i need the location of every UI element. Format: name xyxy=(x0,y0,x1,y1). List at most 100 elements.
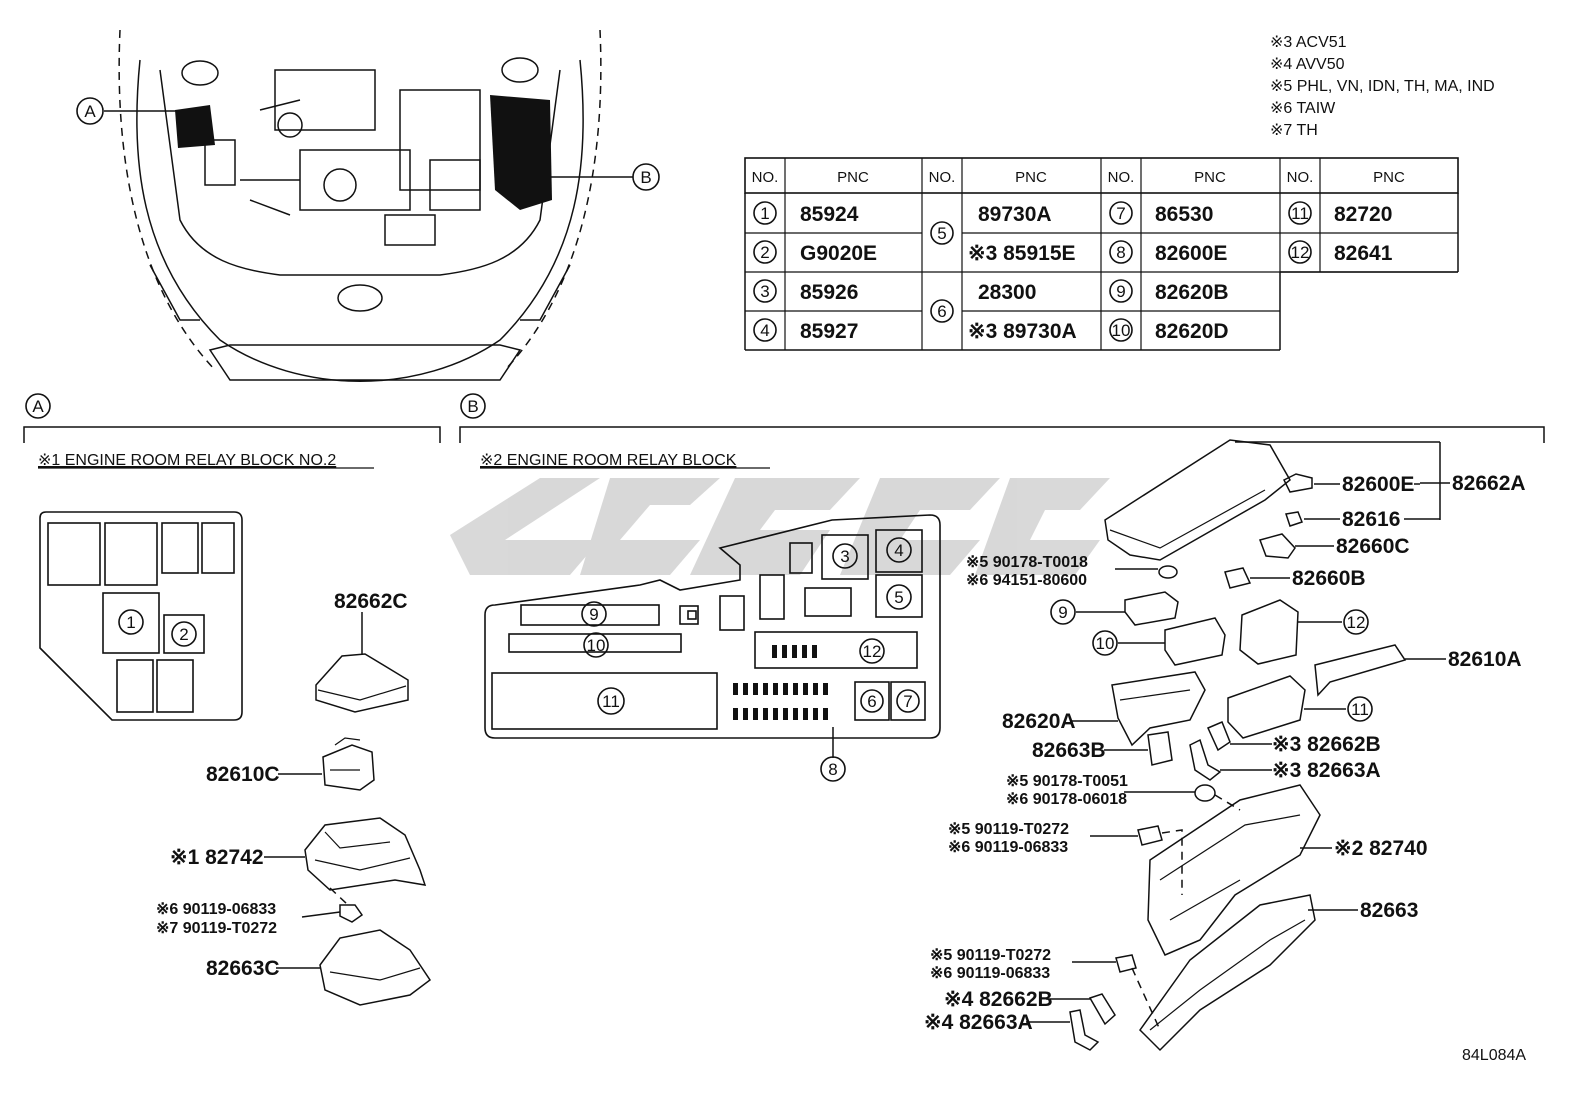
relay-block-layout: 9 10 11 3 4 5 12 6 7 8 xyxy=(484,514,941,782)
part-82663b[interactable]: 82663B xyxy=(1032,731,1173,766)
svg-text:11: 11 xyxy=(1351,700,1369,719)
fuse-row xyxy=(733,645,828,720)
table-row: 6 28300 ※3 89730A xyxy=(930,281,1077,343)
svg-text:82620A: 82620A xyxy=(1002,710,1076,733)
part-82620a[interactable]: 82620A xyxy=(1002,671,1206,747)
svg-text:※7 90119-T0272: ※7 90119-T0272 xyxy=(156,920,277,937)
svg-text:※2 82740: ※2 82740 xyxy=(1334,837,1428,860)
part-clip-t0018[interactable]: ※5 90178-T0018 ※6 94151-80600 xyxy=(966,554,1178,589)
table-row: 7 86530 xyxy=(1109,201,1213,226)
part-82616[interactable]: 82616 xyxy=(1285,508,1440,531)
part-bolt-b1[interactable]: ※5 90119-T0272 ※6 90119-06833 xyxy=(948,821,1183,895)
svg-text:2: 2 xyxy=(760,243,769,262)
svg-text:※3 89730A: ※3 89730A xyxy=(968,320,1077,343)
svg-text:12: 12 xyxy=(1347,613,1366,632)
svg-text:※3 82663A: ※3 82663A xyxy=(1272,759,1381,782)
svg-text:※7 TH: ※7 TH xyxy=(1270,122,1318,139)
svg-text:NO.: NO. xyxy=(1287,169,1314,186)
part-82662a-cover[interactable]: 82662A xyxy=(1104,439,1526,561)
svg-text:6: 6 xyxy=(937,302,946,321)
table-row: 2 G9020E xyxy=(753,240,877,265)
svg-text:※3 ACV51: ※3 ACV51 xyxy=(1270,34,1347,51)
svg-text:82620D: 82620D xyxy=(1155,320,1229,343)
svg-text:PNC: PNC xyxy=(1194,169,1226,186)
table-row: 5 89730A ※3 85915E xyxy=(930,203,1076,265)
engine-bay-view xyxy=(118,29,602,382)
svg-text:※5 90119-T0272: ※5 90119-T0272 xyxy=(930,947,1051,964)
svg-text:※2 ENGINE ROOM RELAY BLOCK: ※2 ENGINE ROOM RELAY BLOCK xyxy=(480,452,737,469)
part-bolt-b2[interactable]: ※5 90119-T0272 ※6 90119-06833 xyxy=(930,947,1161,1031)
svg-text:3: 3 xyxy=(760,282,769,301)
table-row: 8 82600E xyxy=(1109,240,1227,265)
svg-text:82610A: 82610A xyxy=(1448,648,1522,671)
svg-text:※3 85915E: ※3 85915E xyxy=(968,242,1076,265)
svg-text:7: 7 xyxy=(1116,204,1125,223)
svg-text:NO.: NO. xyxy=(929,169,956,186)
svg-text:4: 4 xyxy=(760,321,769,340)
part-82610a[interactable]: 82610A xyxy=(1314,644,1522,697)
svg-text:28300: 28300 xyxy=(978,281,1036,304)
figure-code: 84L084A xyxy=(1462,1047,1526,1064)
part-82660b[interactable]: 82660B xyxy=(1224,567,1366,590)
svg-text:9: 9 xyxy=(1058,603,1067,622)
svg-text:12: 12 xyxy=(1291,243,1310,262)
part-relay-9[interactable]: 9 xyxy=(1050,591,1179,626)
svg-text:※5 PHL, VN, IDN, TH, MA, IND: ※5 PHL, VN, IDN, TH, MA, IND xyxy=(1270,78,1495,95)
svg-text:※4 82663A: ※4 82663A xyxy=(924,1011,1033,1034)
pnc-table: NO. PNC NO. PNC NO. PNC NO. PNC 1 85924 … xyxy=(744,157,1459,351)
table-row: 10 82620D xyxy=(1109,318,1229,343)
svg-text:82620B: 82620B xyxy=(1155,281,1229,304)
svg-text:5: 5 xyxy=(894,588,903,607)
svg-text:※3 82662B: ※3 82662B xyxy=(1272,733,1381,756)
part-82662c[interactable]: 82662C xyxy=(315,590,409,713)
svg-text:※6 90119-06833: ※6 90119-06833 xyxy=(930,965,1050,982)
callout-b[interactable]: B xyxy=(550,163,660,191)
part-82662b-a[interactable]: ※3 82662B xyxy=(1207,721,1381,756)
part-relay-10[interactable]: 10 xyxy=(1092,617,1226,666)
svg-text:7: 7 xyxy=(903,692,912,711)
part-82610c[interactable]: 82610C xyxy=(206,737,375,791)
svg-text:82600E: 82600E xyxy=(1155,242,1227,265)
svg-text:82600E: 82600E xyxy=(1342,473,1414,496)
svg-text:4: 4 xyxy=(894,541,903,560)
svg-text:※6 90178-06018: ※6 90178-06018 xyxy=(1006,791,1127,808)
relay-block-no2-layout: 1 2 xyxy=(39,511,243,721)
svg-text:82662C: 82662C xyxy=(334,590,408,613)
svg-text:1: 1 xyxy=(760,204,769,223)
svg-text:82616: 82616 xyxy=(1342,508,1400,531)
svg-text:10: 10 xyxy=(1096,634,1115,653)
part-relay-12[interactable]: 12 xyxy=(1239,599,1369,665)
part-82662b-b[interactable]: ※4 82662B xyxy=(944,988,1116,1026)
part-clip-t0051[interactable]: ※5 90178-T0051 ※6 90178-06018 xyxy=(1006,773,1241,811)
svg-text:5: 5 xyxy=(937,224,946,243)
part-bolt-a[interactable]: ※6 90119-06833 ※7 90119-T0272 xyxy=(156,887,364,937)
svg-text:1: 1 xyxy=(126,613,135,632)
callout-a[interactable]: A xyxy=(76,97,180,125)
part-82740[interactable]: ※2 82740 xyxy=(1147,784,1428,956)
svg-text:※4 AVV50: ※4 AVV50 xyxy=(1270,56,1345,73)
svg-text:8: 8 xyxy=(1116,243,1125,262)
svg-text:※4 82662B: ※4 82662B xyxy=(944,988,1053,1011)
svg-text:86530: 86530 xyxy=(1155,203,1213,226)
svg-text:PNC: PNC xyxy=(837,169,869,186)
part-82742[interactable]: ※1 82742 xyxy=(170,817,427,891)
svg-text:※5 90178-T0018: ※5 90178-T0018 xyxy=(966,554,1088,571)
part-relay-11[interactable]: 11 xyxy=(1227,675,1373,739)
svg-text:82660B: 82660B xyxy=(1292,567,1366,590)
svg-text:85926: 85926 xyxy=(800,281,858,304)
part-82663a-b[interactable]: ※4 82663A xyxy=(924,1009,1100,1051)
svg-text:※1 ENGINE ROOM RELAY BLOCK NO.: ※1 ENGINE ROOM RELAY BLOCK NO.2 xyxy=(38,452,336,469)
svg-text:82663C: 82663C xyxy=(206,957,280,980)
part-82660c[interactable]: 82660C xyxy=(1259,533,1410,559)
svg-text:3: 3 xyxy=(840,547,849,566)
part-82663a-a[interactable]: ※3 82663A xyxy=(1189,738,1381,782)
svg-text:82660C: 82660C xyxy=(1336,535,1410,558)
part-82663c[interactable]: 82663C xyxy=(206,929,432,1006)
notes-list: ※3 ACV51 ※4 AVV50 ※5 PHL, VN, IDN, TH, M… xyxy=(1270,34,1495,139)
svg-text:9: 9 xyxy=(589,605,598,624)
table-row: 9 82620B xyxy=(1109,279,1229,304)
table-row: 3 85926 xyxy=(753,279,858,304)
part-82663[interactable]: 82663 xyxy=(1139,894,1418,1052)
part-82600e[interactable]: 82600E xyxy=(1282,473,1420,496)
svg-text:2: 2 xyxy=(179,625,188,644)
